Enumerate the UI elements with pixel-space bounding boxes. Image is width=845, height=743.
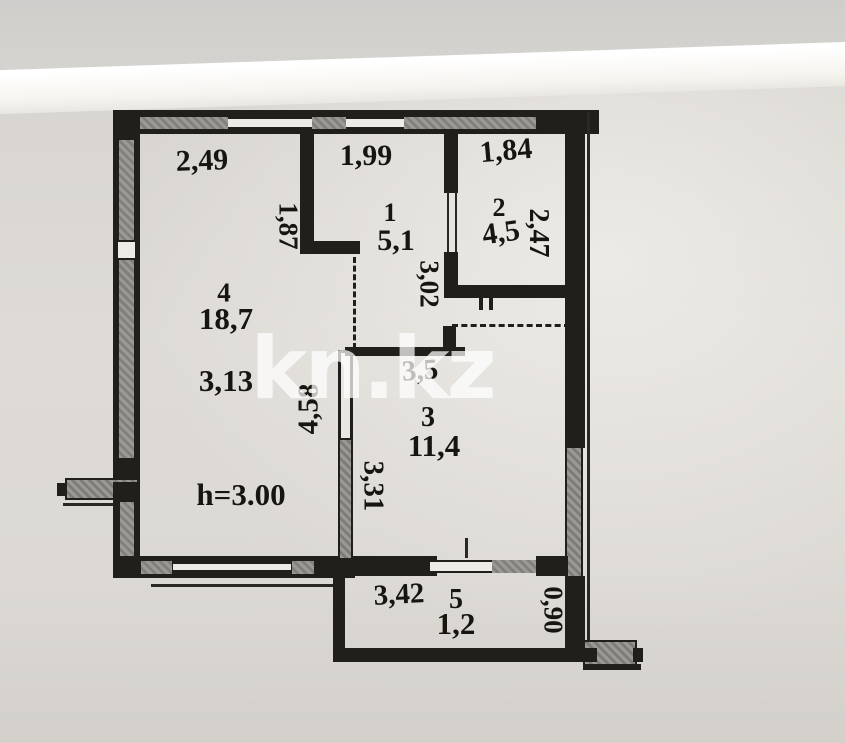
watermark-text: kn.kz: [250, 319, 496, 419]
window-top-glass-1: [228, 117, 312, 129]
room3-number: 3: [421, 402, 435, 433]
dim-room1-top-width: 1,99: [339, 139, 393, 172]
door-mark-2: [489, 298, 493, 310]
window-left-2: [119, 260, 134, 458]
dim-room4-top-width: 2,49: [175, 143, 229, 178]
wall-bump-line: [63, 503, 119, 506]
wall-room2-bottom: [444, 285, 570, 298]
wall-bump-nub: [57, 483, 67, 496]
window-top-3: [404, 117, 536, 129]
window-top-1: [140, 117, 228, 129]
wall-room4-hall-stub: [300, 241, 360, 254]
room5-number: 5: [449, 584, 463, 615]
dim-room4-width: 3,13: [198, 363, 254, 398]
wall-room3-top: [345, 347, 465, 356]
room2-area: 4,5: [480, 213, 522, 252]
dim-room5-depth: 0,90: [538, 586, 569, 634]
wall-balcony-left: [333, 556, 345, 662]
dim-ceiling-height: h=3.00: [196, 477, 286, 512]
door-room2-jamb-2: [455, 192, 457, 252]
room5-area: 1,2: [436, 606, 476, 641]
dim-room2-right-height: 2,47: [523, 208, 554, 258]
balcony-window-hatch: [492, 560, 538, 573]
wall-right-lower: [565, 576, 585, 648]
window-top-glass-2: [346, 117, 404, 129]
door-room2-jamb-1: [447, 192, 449, 252]
room1-number: 1: [383, 198, 397, 227]
window-room4-bottom-glass: [173, 562, 291, 572]
wall-room3-left-lower: [338, 438, 353, 560]
dim-room3-left-height: 3,31: [357, 460, 390, 512]
room2-number: 2: [492, 193, 506, 222]
windowsill-line: [151, 584, 335, 587]
window-left-3: [120, 502, 134, 564]
window-top-2: [312, 117, 346, 129]
room4-number: 4: [217, 277, 231, 308]
wall-hall-room2-lower: [444, 252, 458, 292]
window-room4-bottom-1: [141, 561, 172, 574]
opening-dashed-vertical: [353, 257, 356, 349]
balcony-door-glass: [430, 560, 494, 573]
window-room4-bottom-2: [292, 561, 314, 574]
window-left-gap: [118, 242, 135, 258]
wall-right-outline: [587, 112, 590, 646]
dim-room5-width: 3,42: [372, 577, 426, 612]
room3-area: 11,4: [407, 428, 461, 463]
wall-bottom-right-nub: [633, 648, 643, 662]
wall-room4-hall: [300, 133, 314, 245]
door-mark-1: [479, 298, 483, 310]
dim-room1-left-height: 1,87: [273, 202, 304, 250]
wall-balcony-top-1: [345, 556, 437, 576]
dim-room2-top-width: 1,84: [478, 131, 534, 170]
opening-dashed-horizontal: [452, 324, 570, 327]
room1-area: 5,1: [377, 224, 415, 257]
wall-room3-stub: [443, 326, 456, 352]
wall-balcony-top-2: [536, 556, 568, 576]
wall-bottom-right-base: [583, 664, 641, 670]
wall-right-upper: [565, 110, 585, 448]
dim-corridor-height: 3,02: [414, 260, 445, 308]
wall-balcony-bottom: [333, 648, 597, 662]
balcony-door-tick: [465, 538, 468, 558]
window-left-1: [119, 140, 134, 240]
room4-area: 18,7: [198, 301, 254, 336]
wall-hall-room2-upper: [444, 133, 458, 193]
